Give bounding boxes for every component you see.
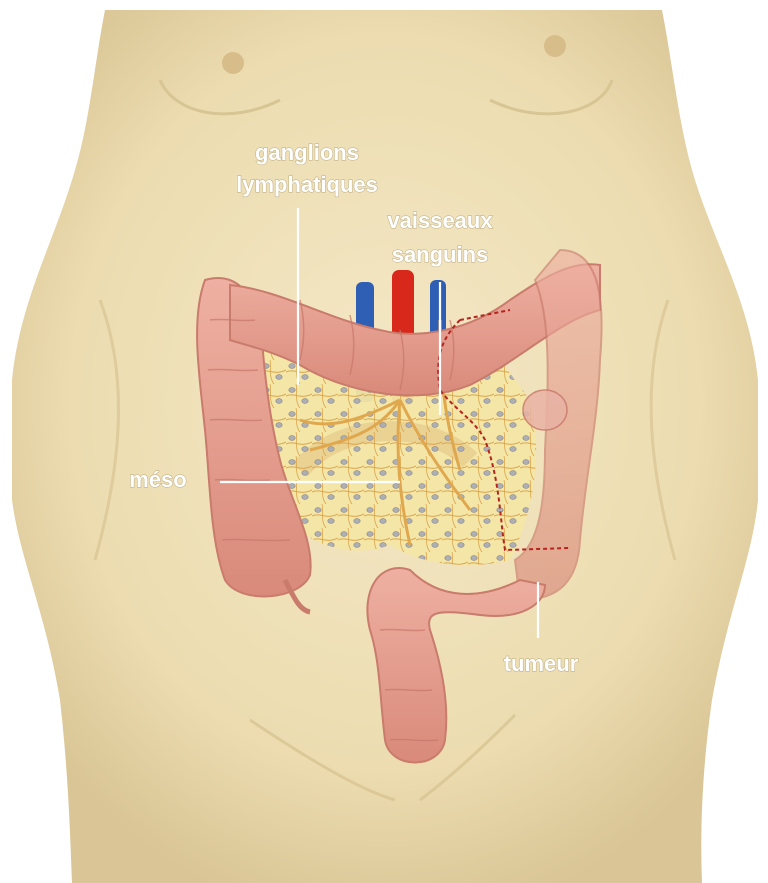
label-vessels-line2: sanguins [392, 242, 489, 267]
nipple-right [544, 35, 566, 57]
label-lymph-nodes-line2: lymphatiques [236, 172, 378, 197]
label-lymph-nodes-line1: ganglions [255, 140, 359, 165]
label-mesentery: méso [129, 467, 186, 492]
nipple-left [222, 52, 244, 74]
label-tumor: tumeur [504, 651, 579, 676]
tumor-region [523, 390, 567, 430]
label-vessels-line1: vaisseaux [387, 208, 493, 233]
